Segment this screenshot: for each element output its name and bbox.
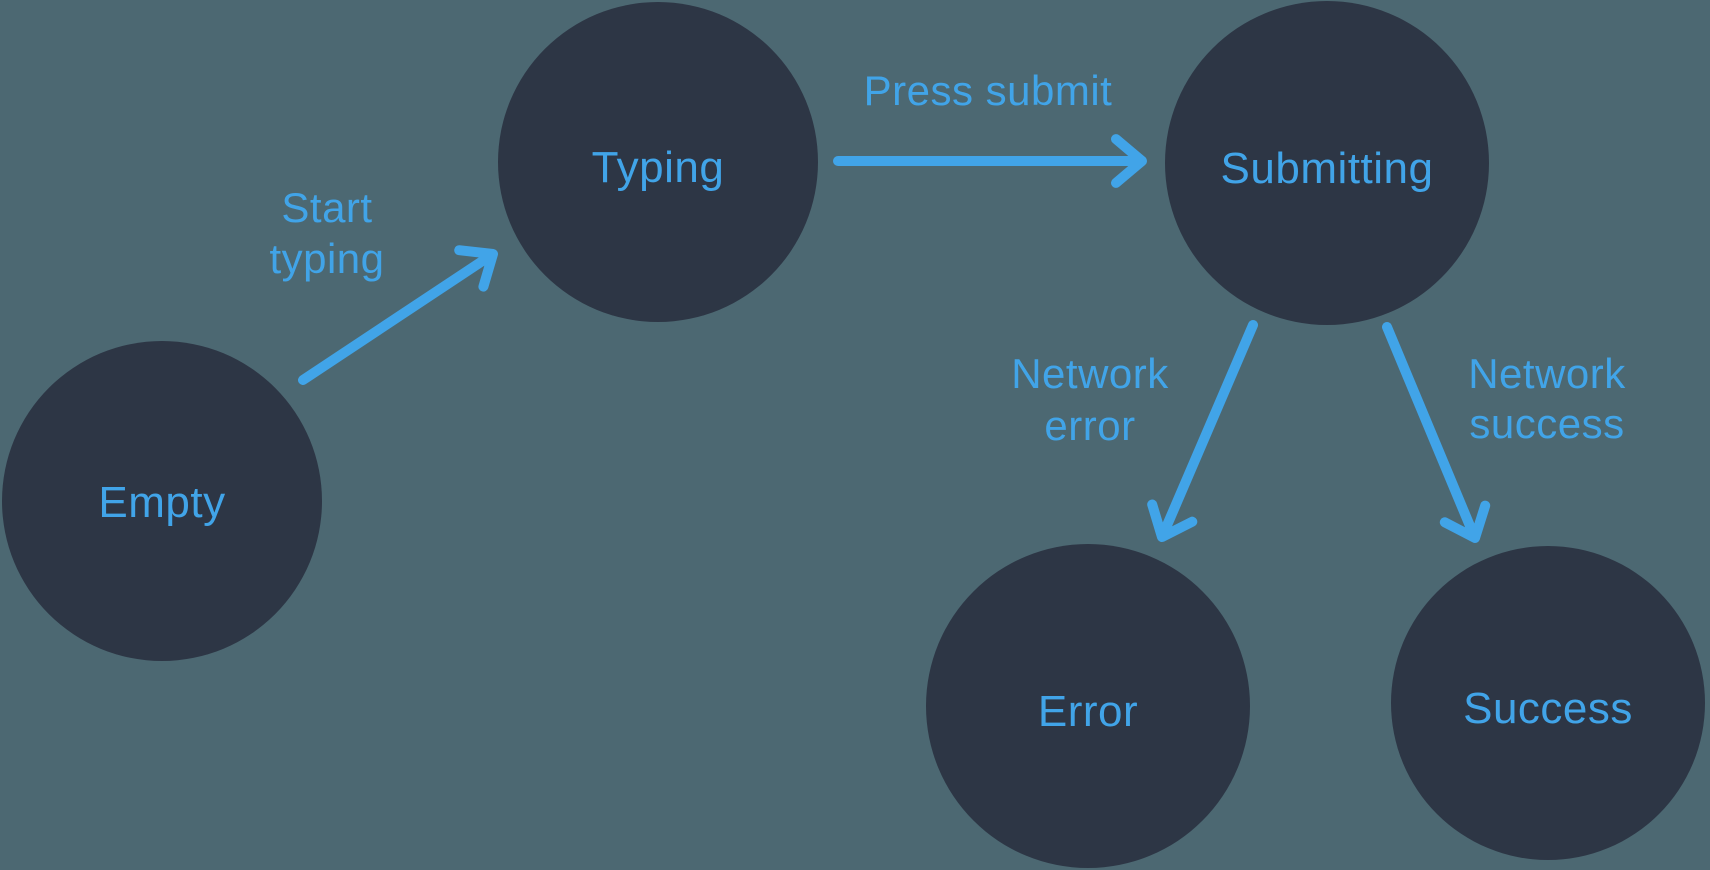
transition-label-network-success-line1: Network (1468, 350, 1626, 397)
state-node-submitting: Submitting (1165, 1, 1489, 325)
transition-arrow-typing-to-submitting (833, 134, 1147, 188)
transition-label-network-error-line1: Network (1011, 350, 1169, 397)
transition-arrow-submitting-to-success (1382, 322, 1491, 543)
state-typing-circle (498, 2, 818, 322)
state-node-typing: Typing (498, 2, 818, 322)
state-success-label: Success (1463, 684, 1633, 733)
transition-label-start-typing-line2: typing (269, 235, 384, 282)
state-empty-label: Empty (98, 478, 225, 527)
state-node-error: Error (926, 544, 1250, 868)
transition-label-network-success-line2: success (1469, 400, 1624, 447)
transition-arrow-submitting-to-error (1147, 320, 1258, 542)
state-submitting-circle (1165, 1, 1489, 325)
state-typing-label: Typing (592, 143, 725, 192)
state-node-empty: Empty (2, 341, 322, 661)
state-success-circle (1391, 546, 1705, 860)
transition-label-press-submit: Press submit (864, 67, 1113, 114)
transition-label-network-error-line2: error (1044, 402, 1135, 449)
state-empty-circle (2, 341, 322, 661)
state-submitting-label: Submitting (1221, 144, 1434, 193)
transition-label-start-typing-line1: Start (281, 184, 372, 231)
state-error-label: Error (1038, 687, 1138, 736)
state-node-success: Success (1391, 546, 1705, 860)
state-error-circle (926, 544, 1250, 868)
transition-arrow-empty-to-typing (298, 245, 498, 385)
